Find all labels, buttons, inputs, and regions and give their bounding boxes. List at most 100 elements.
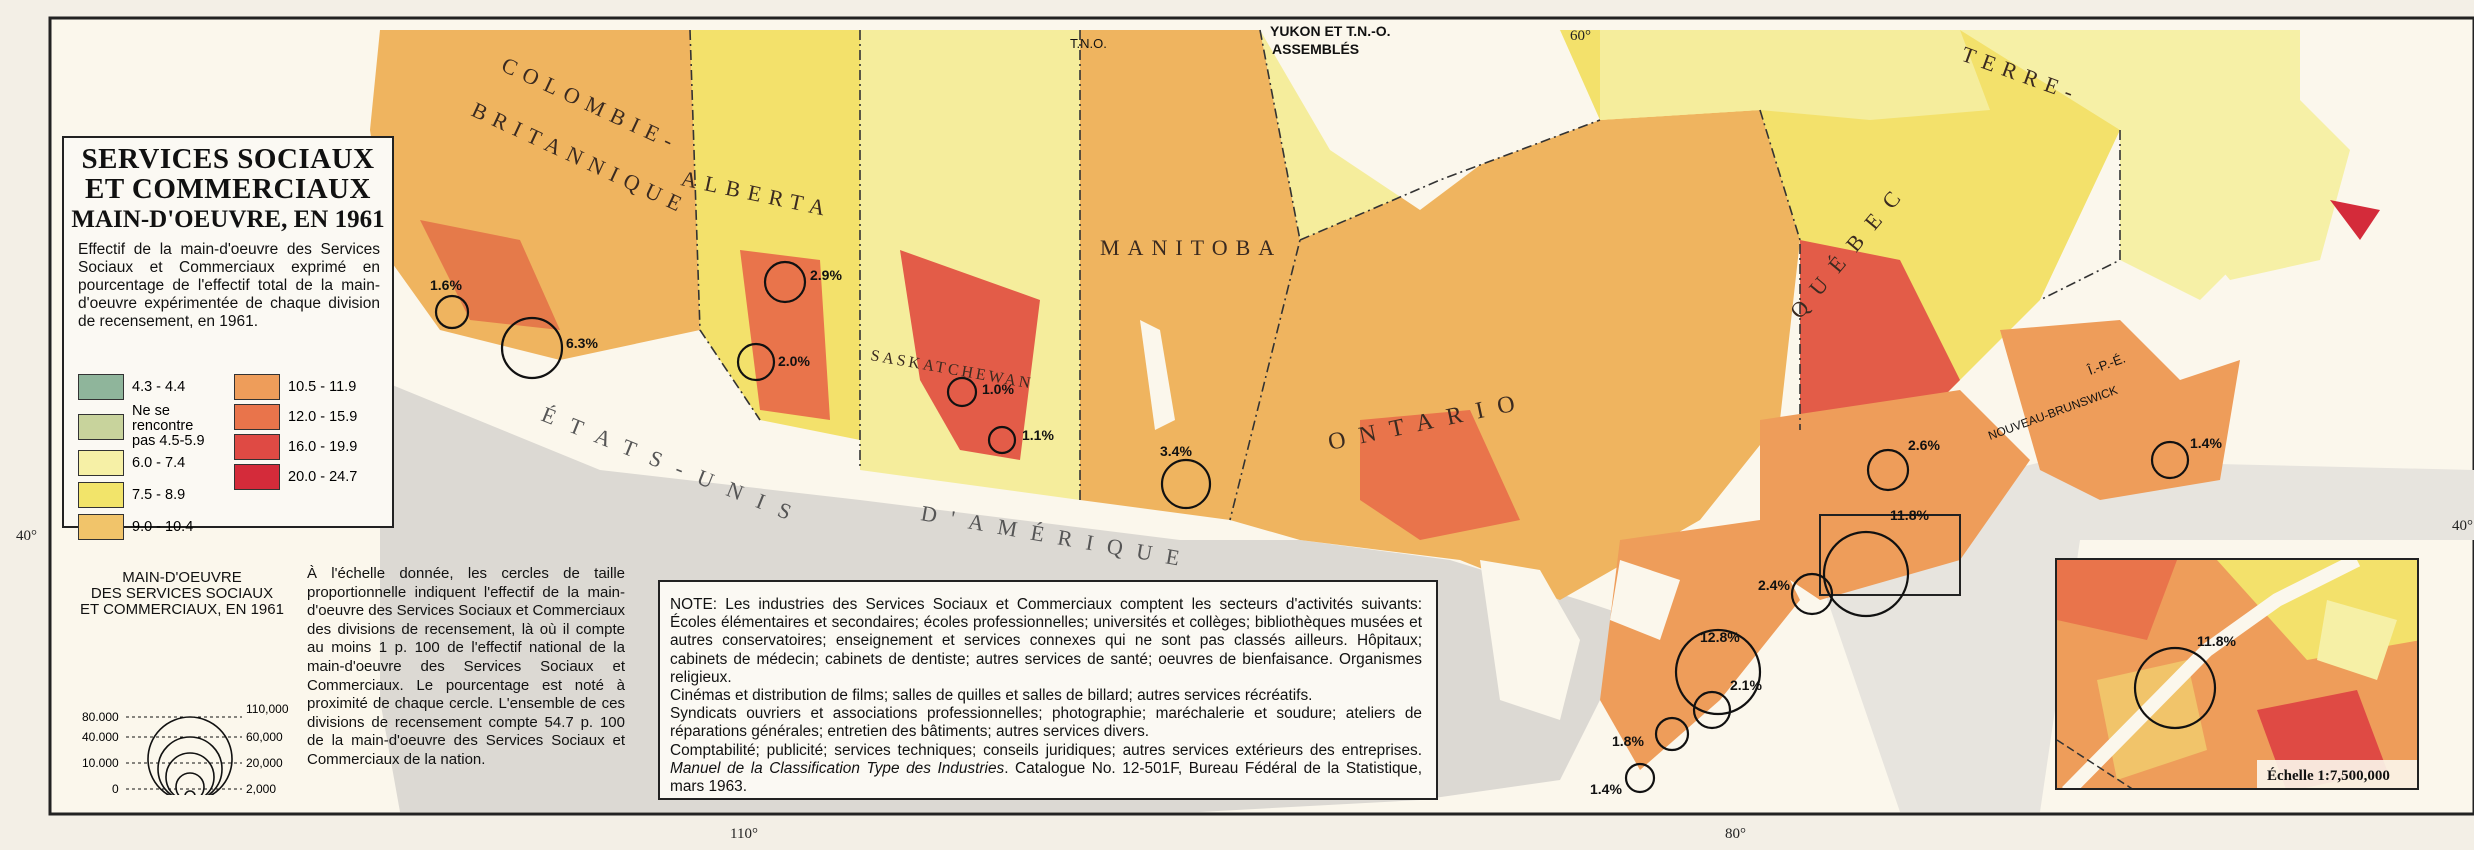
note-p4c: . Catalogue No. 12-501F, Bureau Fédéral … bbox=[670, 759, 1422, 796]
label-yukon-1: YUKON ET T.N.-O. bbox=[1270, 23, 1391, 39]
inset-marker bbox=[1819, 514, 1961, 596]
hudson-bay bbox=[1260, 30, 1560, 210]
circle-label: 2.0% bbox=[778, 353, 810, 369]
proportional-circle bbox=[434, 294, 470, 330]
region-quebec-north bbox=[1600, 30, 1990, 120]
proportional-circle bbox=[1692, 690, 1732, 730]
inset-circle-label: 11.8% bbox=[2197, 633, 2236, 649]
region-manitoba bbox=[1080, 30, 1300, 520]
legend-label: 16.0 - 19.9 bbox=[288, 438, 358, 455]
cl-right-0: 110,000 bbox=[246, 702, 289, 716]
lake-winnipeg bbox=[1140, 320, 1175, 430]
note-p4-ref: Manuel de la Classification Type des Ind… bbox=[670, 759, 1005, 777]
legend-description: Effectif de la main-d'oeuvre des Service… bbox=[78, 241, 380, 331]
circle-legend: MAIN-D'OEUVRE DES SERVICES SOCIAUX ET CO… bbox=[62, 569, 302, 795]
legend-class-4: 9.0 - 10.4 bbox=[78, 514, 193, 540]
legend-swatch bbox=[234, 404, 280, 430]
note-p2: Cinémas et distribution de films; salles… bbox=[670, 687, 1313, 705]
note-p1: NOTE: Les industries des Services Sociau… bbox=[670, 596, 1422, 686]
great-lakes bbox=[1480, 560, 1680, 720]
circle-label: 1.1% bbox=[1022, 427, 1054, 443]
legend-class-2: 6.0 - 7.4 bbox=[78, 450, 185, 476]
proportional-circle bbox=[2150, 440, 2190, 480]
inset-scale: Échelle 1:7,500,000 bbox=[2267, 767, 2390, 784]
note-box: NOTE: Les industries des Services Sociau… bbox=[658, 580, 1438, 800]
proportional-circle bbox=[763, 260, 807, 304]
label-yukon-2: ASSEMBLÉS bbox=[1272, 41, 1359, 57]
legend-title-2: ET COMMERCIAUX bbox=[85, 173, 371, 206]
note-p3: Syndicats ouvriers et associations profe… bbox=[670, 705, 1422, 741]
circle-label: 2.9% bbox=[810, 267, 842, 283]
legend-label: Ne se rencontre pas 4.5-5.9 bbox=[132, 403, 205, 449]
proportional-circle bbox=[1160, 458, 1212, 510]
proportional-circle bbox=[1866, 448, 1910, 492]
legend-swatch bbox=[78, 413, 124, 440]
cl-right-1: 60,000 bbox=[246, 730, 283, 744]
region-newfoundland bbox=[2180, 90, 2350, 280]
proportional-circle bbox=[946, 376, 978, 408]
region-stlawrence bbox=[1760, 390, 2030, 600]
region-nf-hot bbox=[2330, 200, 2380, 240]
legend-swatch bbox=[78, 514, 124, 540]
region-ontario-hot bbox=[1360, 410, 1520, 540]
legend-class-8: 20.0 - 24.7 bbox=[234, 464, 357, 490]
circle-label: 1.0% bbox=[982, 381, 1014, 397]
scale-text: À l'échelle donnée, les cercles de taill… bbox=[307, 565, 626, 768]
legend-class-0: 4.3 - 4.4 bbox=[78, 374, 185, 400]
legend-title-3: MAIN-D'OEUVRE, EN 1961 bbox=[71, 205, 385, 233]
proportional-circle bbox=[1674, 628, 1762, 716]
circle-label: 11.8% bbox=[1890, 507, 1929, 523]
legend-class-3: 7.5 - 8.9 bbox=[78, 482, 185, 508]
proportional-circle bbox=[500, 316, 564, 380]
legend-label: 20.0 - 24.7 bbox=[288, 468, 358, 485]
circle-label: 6.3% bbox=[566, 335, 598, 351]
circle-legend-title-3: ET COMMERCIAUX, EN 1961 bbox=[80, 600, 284, 618]
coord-40-left: 40° bbox=[16, 528, 37, 544]
inset-svg: 11.8% Échelle 1:7,500,000 bbox=[2057, 560, 2417, 788]
cl-right-3: 2,000 bbox=[246, 782, 276, 795]
region-sask-hot bbox=[900, 250, 1040, 460]
legend-box: SERVICES SOCIAUX ET COMMERCIAUX MAIN-D'O… bbox=[62, 136, 394, 540]
region-alberta-south bbox=[740, 250, 830, 420]
legend-label: 10.5 - 11.9 bbox=[288, 378, 357, 395]
legend-swatch bbox=[234, 374, 280, 400]
circle-label: 1.4% bbox=[1590, 781, 1622, 797]
circle-legend-graphic: 80.000 40.000 10.000 0 110,000 60,000 20… bbox=[82, 702, 289, 795]
cl-left-1: 40.000 bbox=[82, 730, 119, 744]
ocean-east bbox=[1800, 460, 2474, 812]
region-bc-coast bbox=[420, 220, 560, 330]
legend-title-1: SERVICES SOCIAUX bbox=[81, 143, 375, 175]
legend-label: 7.5 - 8.9 bbox=[132, 486, 186, 503]
circle-label: 1.4% bbox=[2190, 435, 2222, 451]
legend-swatch bbox=[78, 374, 124, 400]
inset-map: 11.8% Échelle 1:7,500,000 bbox=[2055, 558, 2419, 790]
circle-label: 12.8% bbox=[1700, 629, 1740, 645]
proportional-circle bbox=[1654, 716, 1690, 752]
cl-left-2: 10.000 bbox=[82, 756, 119, 770]
circle-legend-title-1: MAIN-D'OEUVRE bbox=[122, 569, 242, 586]
legend-label: 9.0 - 10.4 bbox=[132, 518, 194, 535]
circle-label: 2.1% bbox=[1730, 677, 1762, 693]
circle-label: 1.6% bbox=[430, 277, 462, 293]
legend-class-5: 10.5 - 11.9 bbox=[234, 374, 356, 400]
legend-swatch bbox=[78, 482, 124, 508]
legend-class-6: 12.0 - 15.9 bbox=[234, 404, 357, 430]
legend-class-7: 16.0 - 19.9 bbox=[234, 434, 357, 460]
proportional-circle bbox=[1624, 762, 1656, 794]
circles-layer: 1.6% 6.3% 2.9% 2.0% 1.0% 1.1% 3.4% 2.6% 1.4% 11.8… bbox=[430, 260, 2222, 797]
circle-legend-title-2: DES SERVICES SOCIAUX bbox=[90, 584, 274, 602]
circle-label: 1.8% bbox=[1612, 733, 1644, 749]
circle-label: 3.4% bbox=[1160, 443, 1192, 459]
circle-label: 2.6% bbox=[1908, 437, 1940, 453]
province-borders bbox=[689, 29, 2121, 521]
legend-swatch bbox=[234, 464, 280, 490]
coord-40-right: 40° bbox=[2452, 518, 2473, 534]
label-tno: T.N.O. bbox=[1070, 36, 1107, 51]
region-quebec bbox=[1560, 30, 2120, 460]
coord-60: 60° bbox=[1570, 28, 1591, 44]
proportional-circle bbox=[736, 342, 776, 382]
proportional-circle bbox=[1790, 572, 1834, 616]
proportional-circle bbox=[987, 425, 1017, 455]
proportional-circle bbox=[1822, 530, 1910, 618]
cl-left-3: 0 bbox=[112, 782, 119, 795]
